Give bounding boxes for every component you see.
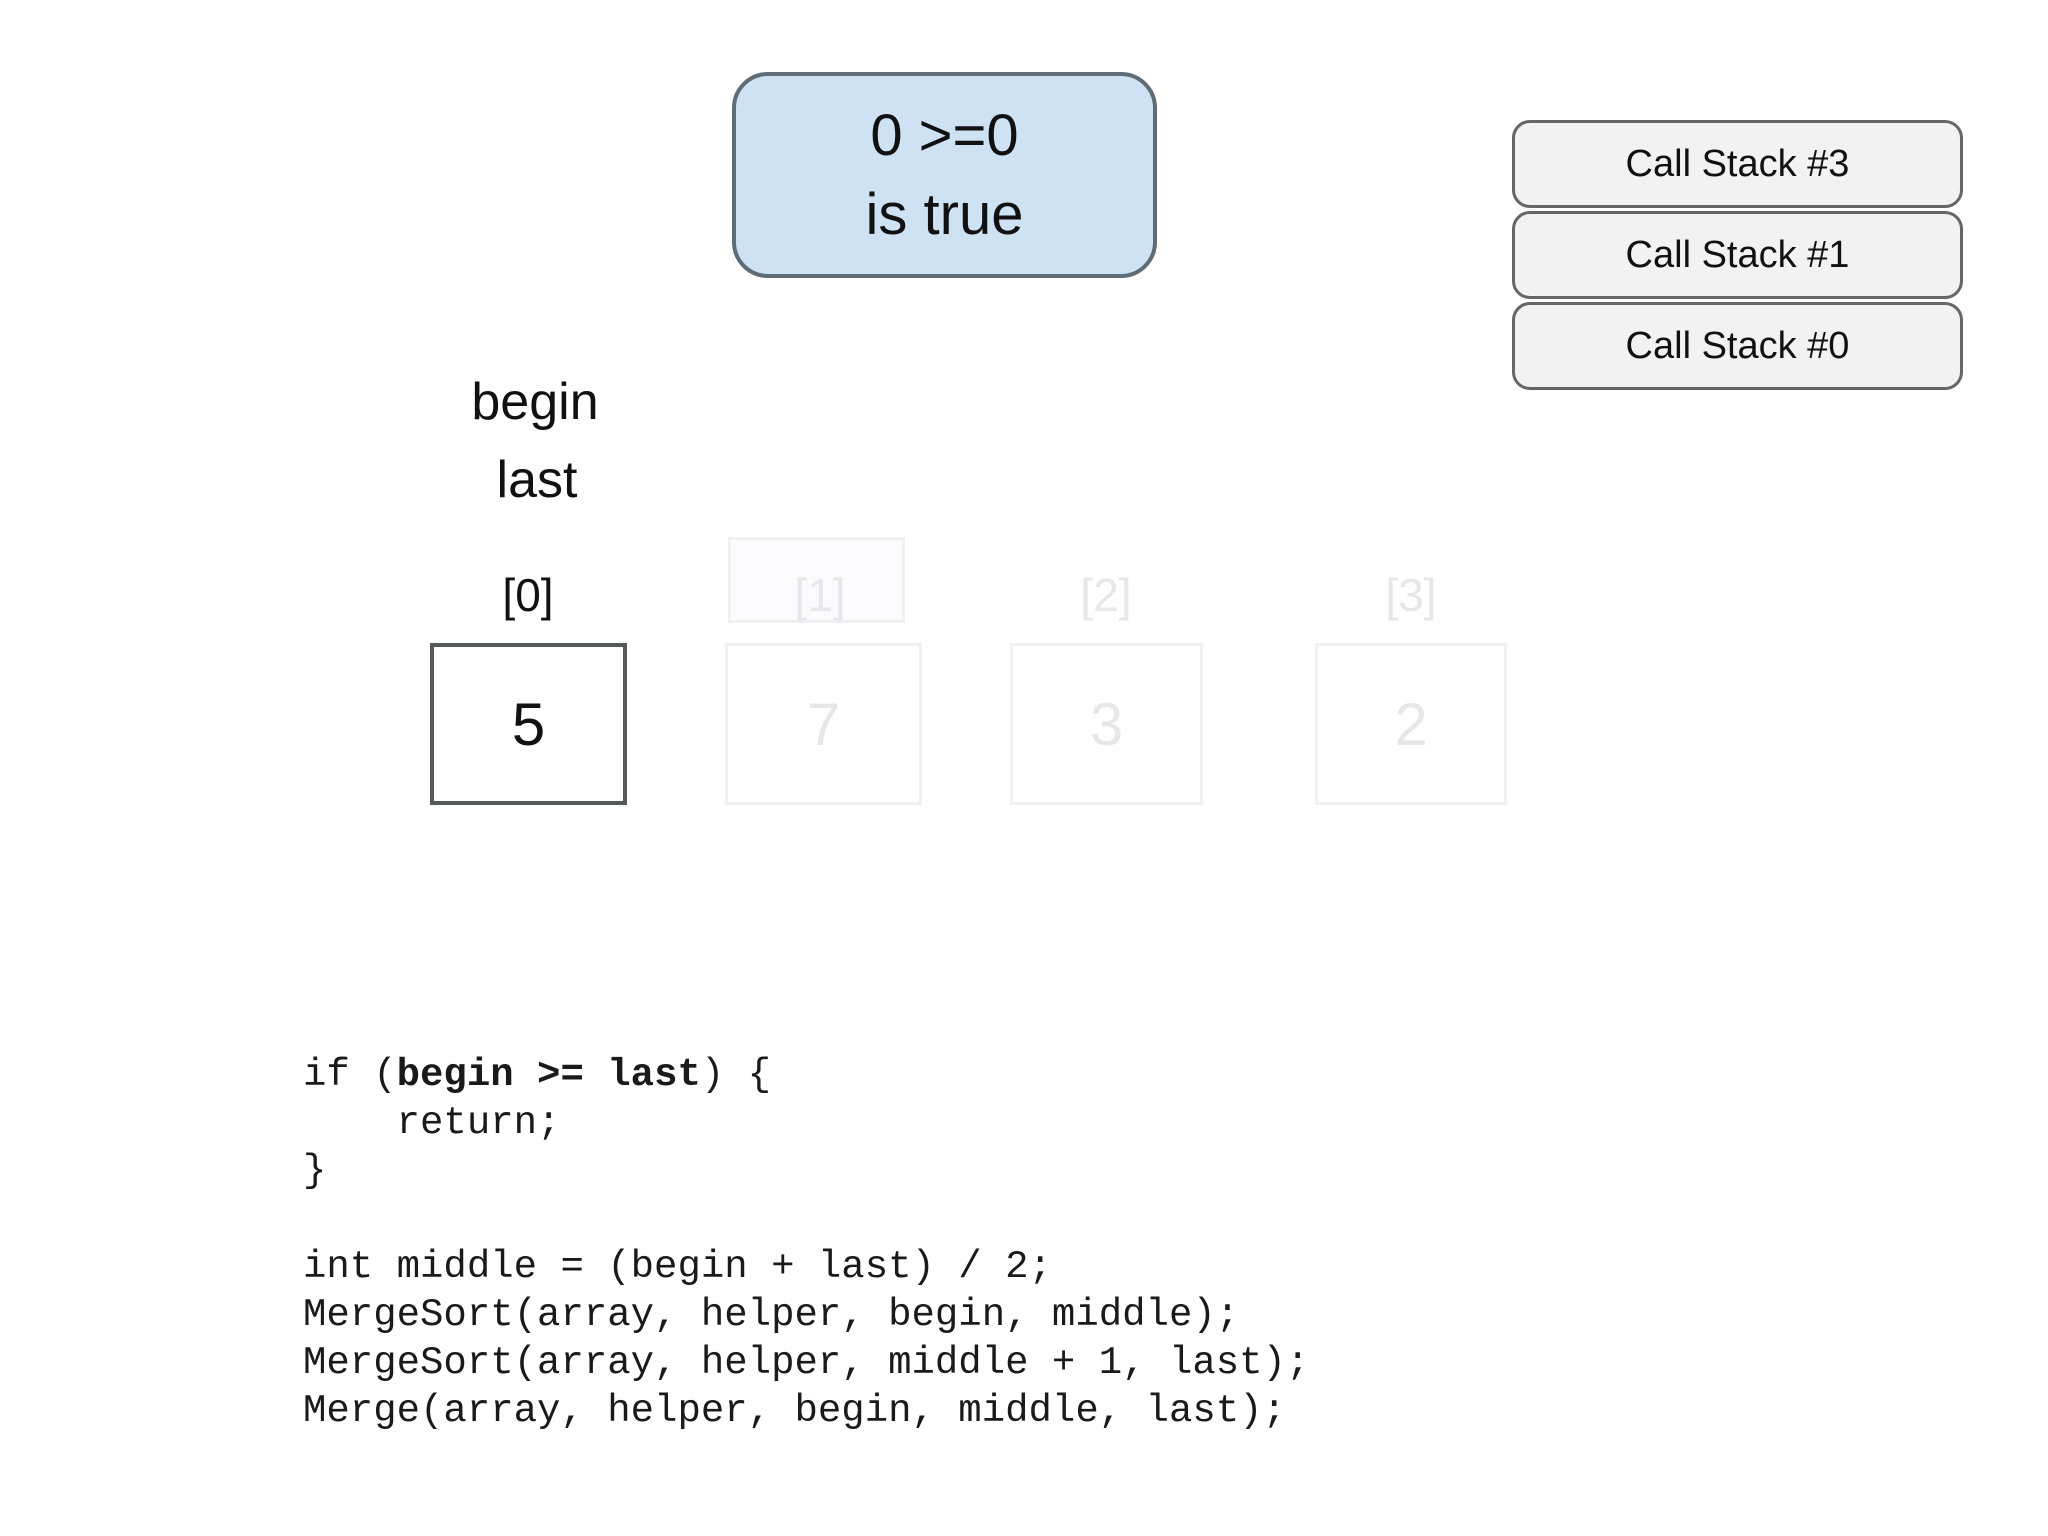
array-cell-value: 7 [806, 690, 841, 758]
code-if-suffix: ) { [700, 1053, 772, 1097]
code-line: MergeSort(array, helper, middle + 1, las… [303, 1341, 1310, 1385]
condition-bubble: 0 >=0 is true [732, 72, 1157, 278]
condition-expression: 0 >=0 [870, 103, 1019, 168]
call-stack-frame-1: Call Stack #1 [1512, 211, 1963, 299]
array-cell-3: 2 [1315, 643, 1507, 805]
code-line: Merge(array, helper, begin, middle, last… [303, 1389, 1286, 1433]
code-line: } [303, 1149, 327, 1193]
pointer-label-last: last [496, 451, 578, 509]
condition-result: is true [865, 182, 1024, 247]
array-cell-2: 3 [1010, 643, 1203, 805]
array-index-label-1: [1] [794, 569, 846, 621]
index-highlight-box [728, 537, 905, 623]
code-line: return; [303, 1101, 561, 1145]
code-line-if: if (begin >= last) { [303, 1051, 1309, 1099]
array-index-label-3: [3] [1385, 569, 1437, 621]
array-cell-value: 5 [511, 690, 546, 758]
array-cell-value: 3 [1089, 690, 1124, 758]
array-index-label-0: [0] [502, 569, 554, 621]
call-stack-frame-3: Call Stack #3 [1512, 120, 1963, 208]
pointer-label-begin: begin [471, 373, 599, 431]
call-stack-frame-0: Call Stack #0 [1512, 302, 1963, 390]
code-if-prefix: if ( [303, 1053, 397, 1097]
code-block: if (begin >= last) { return; } int middl… [303, 1051, 1309, 1435]
code-line: MergeSort(array, helper, begin, middle); [303, 1293, 1240, 1337]
array-cell-0: 5 [430, 643, 627, 805]
array-cell-1: 7 [725, 643, 922, 805]
array-index-label-2: [2] [1080, 569, 1132, 621]
code-line: int middle = (begin + last) / 2; [303, 1245, 1052, 1289]
code-line [303, 1195, 1309, 1243]
array-cell-value: 2 [1394, 690, 1428, 758]
code-if-condition: begin >= last [396, 1053, 701, 1097]
